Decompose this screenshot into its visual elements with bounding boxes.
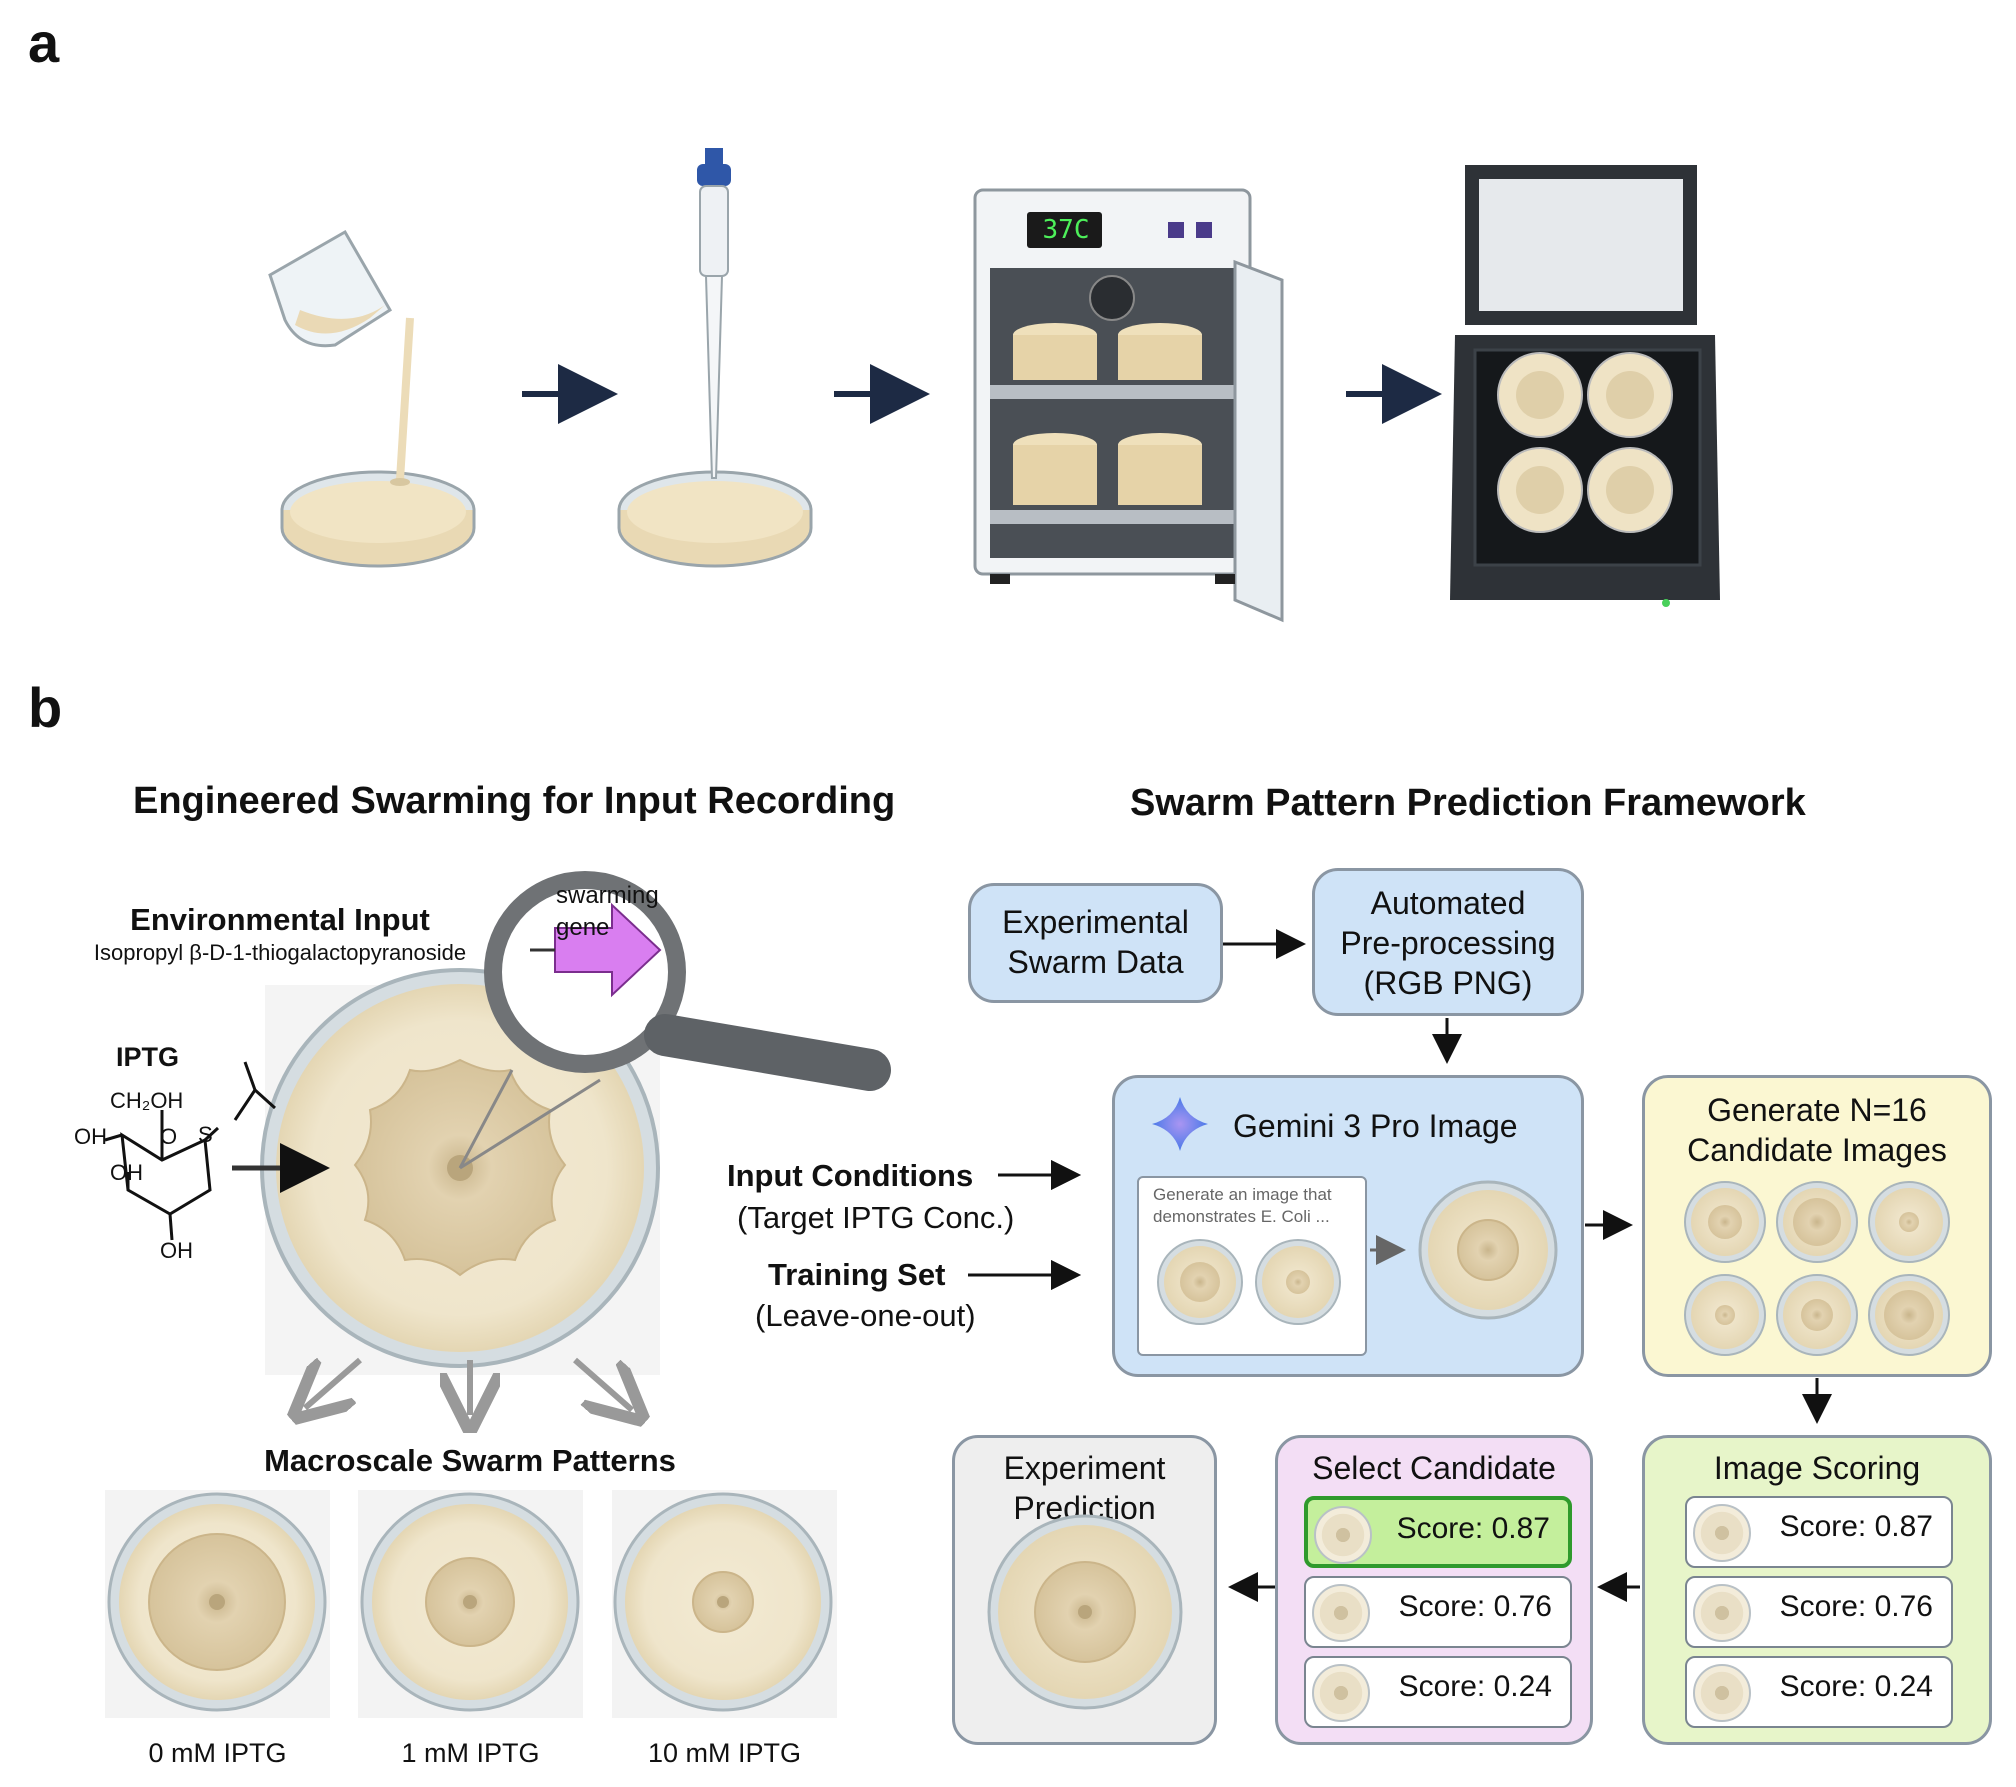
experimental-data-label: Experimental Swarm Data [1002, 904, 1189, 980]
experiment-prediction-label: Experiment Prediction [1003, 1450, 1166, 1526]
row-dish-icon [1693, 1664, 1751, 1722]
gene-arrow-icon [554, 902, 662, 998]
result-dish-0mM [105, 1490, 330, 1718]
left-heading: Engineered Swarming for Input Recording [133, 780, 896, 822]
chem-sulfur: S [198, 1122, 213, 1147]
image-scoring-box: Image Scoring Score: 0.87 Score: 0.76 Sc… [1642, 1435, 1992, 1745]
prompt-text: Generate an image that demonstrates E. C… [1153, 1185, 1332, 1226]
candidate-row: Score: 0.24 [1304, 1656, 1572, 1728]
experimental-data-box: Experimental Swarm Data [968, 883, 1223, 1003]
incubator-temperature-display: 37C [1042, 215, 1090, 245]
generate-candidates-label: Generate N=16 Candidate Images [1687, 1092, 1947, 1168]
panel-label-b: b [28, 676, 63, 739]
row-dish-icon [1314, 1506, 1372, 1564]
training-set-sub: (Leave-one-out) [755, 1298, 976, 1333]
image-scoring-label: Image Scoring [1713, 1450, 1921, 1486]
box-dishes-overlay [1152, 1097, 1950, 1356]
scoring-row: Score: 0.24 [1685, 1656, 1953, 1728]
select-candidate-box: Select Candidate Score: 0.87 Score: 0.76… [1275, 1435, 1593, 1745]
result-dish-10mM [612, 1490, 837, 1718]
divergent-arrows [305, 1357, 632, 1415]
input-label-arrows [990, 1160, 1081, 1290]
iptg-molecule-diagram [104, 1061, 277, 1241]
iptg-label: IPTG [116, 1042, 180, 1072]
scoring-row: Score: 0.76 [1685, 1576, 1953, 1648]
row-dish-icon [1312, 1584, 1370, 1642]
input-conditions-sub: (Target IPTG Conc.) [737, 1200, 1015, 1235]
gemini-star-icon [1152, 1097, 1208, 1151]
magnifier-text-gene: gene [556, 914, 610, 941]
score-value: Score: 0.87 [1779, 1510, 1933, 1543]
macroscale-heading: Macroscale Swarm Patterns [264, 1443, 676, 1478]
dish-label-10mM: 10 mM IPTG [647, 1738, 802, 1768]
environmental-input-title: Environmental Input [130, 902, 430, 937]
chem-ch2oh: CH₂OH [110, 1088, 184, 1113]
dish-label-1mM: 1 mM IPTG [401, 1738, 540, 1768]
chem-oh-mid: OH [110, 1160, 143, 1185]
scoring-row: Score: 0.87 [1685, 1496, 1953, 1568]
score-value: Score: 0.76 [1398, 1590, 1552, 1623]
row-dish-icon [1693, 1504, 1751, 1562]
incubator-illustration [973, 188, 1284, 623]
select-candidate-label: Select Candidate [1312, 1450, 1556, 1486]
score-value: Score: 0.87 [1396, 1512, 1550, 1545]
prediction-dish-overlay [987, 1514, 1183, 1710]
score-value: Score: 0.24 [1779, 1670, 1933, 1703]
score-value: Score: 0.24 [1398, 1670, 1552, 1703]
candidate-row: Score: 0.76 [1304, 1576, 1572, 1648]
preprocessing-box: Automated Pre-processing (RGB PNG) [1312, 868, 1584, 1016]
magnifier-illustration [458, 871, 891, 1170]
scanner-illustration [1450, 165, 1720, 607]
magnifier-text-swarming: swarming [556, 882, 659, 909]
right-heading: Swarm Pattern Prediction Framework [1130, 782, 1806, 824]
panel-label-a: a [28, 11, 60, 74]
environmental-input-subtitle: Isopropyl β-D-1-thiogalactopyranoside [93, 940, 467, 965]
selected-candidate-row: Score: 0.87 [1304, 1496, 1572, 1568]
gemini-title: Gemini 3 Pro Image [1233, 1108, 1518, 1144]
chem-oh-left: OH [74, 1124, 107, 1149]
result-dish-1mM [358, 1490, 583, 1718]
input-conditions-label: Input Conditions [727, 1158, 974, 1193]
pouring-flask-illustration [268, 229, 476, 568]
score-value: Score: 0.76 [1779, 1590, 1933, 1623]
row-dish-icon [1693, 1584, 1751, 1642]
chem-oh-bottom: OH [160, 1238, 193, 1263]
preprocessing-label: Automated Pre-processing (RGB PNG) [1340, 885, 1556, 1001]
dish-label-0mM: 0 mM IPTG [148, 1738, 287, 1768]
chem-ring-o: O [160, 1124, 178, 1149]
pipette-illustration [617, 148, 813, 568]
row-dish-icon [1312, 1664, 1370, 1722]
training-set-label: Training Set [768, 1257, 946, 1292]
